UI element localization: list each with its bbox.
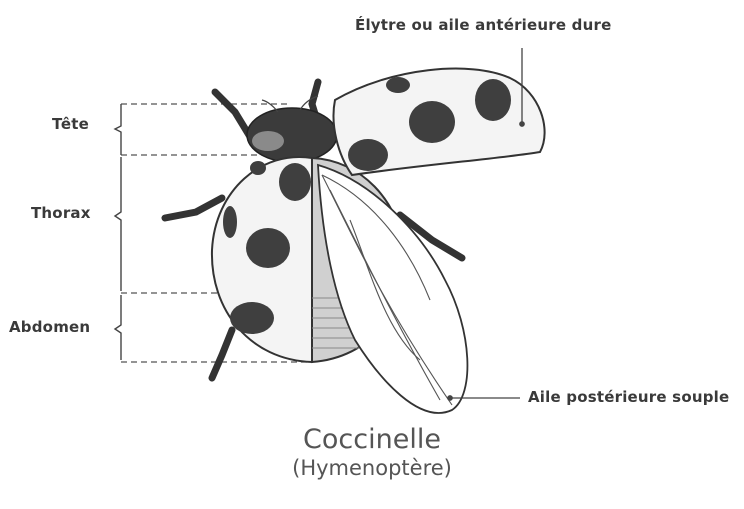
label-elytre: Élytre ou aile antérieure dure [355,16,611,34]
label-tete: Tête [52,115,89,133]
diagram-subtitle: (Hymenoptère) [0,456,744,480]
brackets [115,104,121,360]
label-thorax: Thorax [31,204,91,222]
pointer-elytre-dot [520,122,524,126]
pointer-aile-dot [448,396,452,400]
bracket-thorax [115,157,121,291]
label-aile-posterieure: Aile postérieure souple [528,388,729,406]
hind-wing [318,165,467,413]
diagram-title: Coccinelle [0,424,744,455]
bracket-tete [115,104,121,155]
bracket-abdomen [115,295,121,360]
label-abdomen: Abdomen [9,318,90,336]
leg-back-left [212,330,232,378]
pronotum-highlight [252,131,284,151]
leg-mid-left [165,198,222,218]
